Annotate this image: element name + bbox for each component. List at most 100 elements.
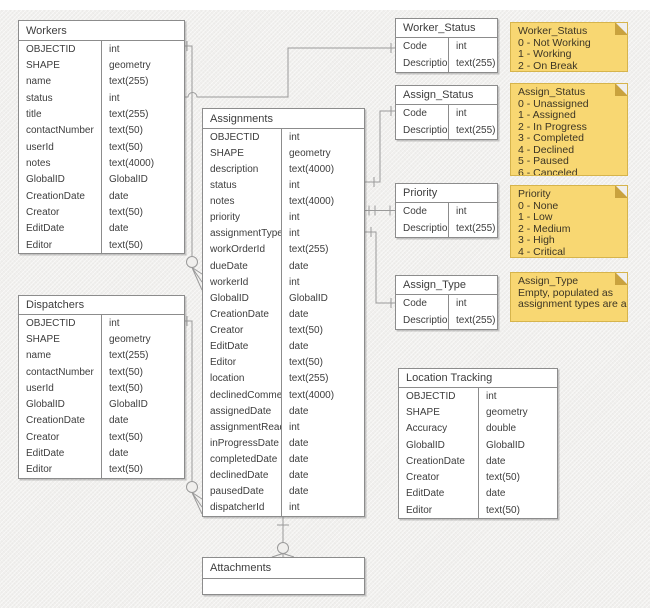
field-name: inProgressDate (210, 437, 279, 449)
field-name: priority (210, 212, 241, 224)
field-row: EditDate date (19, 445, 184, 461)
field-name: OBJECTID (26, 317, 76, 329)
field-type: text(4000) (109, 158, 155, 170)
field-name: EditDate (26, 223, 65, 235)
field-name: Code (403, 206, 427, 217)
field-name: dispatcherId (210, 502, 265, 514)
field-name: dueDate (210, 260, 248, 272)
field-type: int (289, 421, 300, 433)
note-line: 4 - Declined (518, 143, 575, 156)
field-row: location text(255) (203, 371, 364, 387)
table-title: Worker_Status (396, 19, 497, 38)
field-type: int (109, 317, 120, 329)
field-name: assignedDate (210, 405, 272, 417)
field-row: workOrderId text(255) (203, 242, 364, 258)
field-type: int (109, 92, 120, 104)
table-fields: OBJECTID int SHAPE geometry name text(25… (19, 41, 184, 254)
field-name: declinedDate (210, 470, 269, 482)
field-name: CreationDate (26, 415, 85, 427)
entity-table-priority: Priority Code int Description text(255) (395, 183, 498, 238)
field-name: userId (26, 141, 54, 153)
field-type: text(50) (109, 141, 143, 153)
table-fields: Code int Description text(255) (396, 38, 497, 72)
field-row: notes text(4000) (19, 155, 184, 171)
field-row: Editor text(50) (19, 237, 184, 253)
field-row: Creator text(50) (19, 429, 184, 445)
field-row: userId text(50) (19, 380, 184, 396)
field-name: Editor (406, 504, 433, 516)
field-type: date (289, 260, 309, 272)
field-type: text(255) (456, 125, 496, 136)
field-name: assignmentRead (210, 421, 281, 433)
field-type: geometry (109, 60, 151, 72)
field-row: contactNumber text(50) (19, 123, 184, 139)
field-row: OBJECTID int (399, 388, 557, 404)
field-row: status int (19, 90, 184, 106)
table-fields-empty (203, 579, 364, 594)
field-type: text(255) (456, 223, 496, 234)
note-line: 0 - None (518, 199, 559, 212)
field-row: OBJECTID int (19, 41, 184, 57)
field-name: name (26, 76, 52, 88)
entity-table-assign-status: Assign_Status Code int Description text(… (395, 85, 498, 140)
field-type: int (109, 43, 120, 55)
table-fields: Code int Description text(255) (396, 203, 497, 237)
table-title: Workers (19, 21, 184, 41)
field-name: OBJECTID (406, 390, 456, 402)
field-type: text(50) (486, 504, 520, 516)
field-type: date (486, 455, 506, 467)
field-row: GlobalID GlobalID (399, 437, 557, 453)
table-title: Assign_Type (396, 276, 497, 295)
field-row: Creator text(50) (399, 469, 557, 485)
field-name: Editor (210, 357, 237, 369)
field-row: title text(255) (19, 106, 184, 122)
field-row: dueDate date (203, 258, 364, 274)
field-name: completedDate (210, 454, 278, 466)
field-name: contactNumber (26, 125, 94, 137)
field-type: int (289, 131, 300, 143)
field-name: Creator (210, 325, 244, 337)
field-name: EditDate (210, 341, 249, 353)
field-row: name text(255) (19, 74, 184, 90)
field-type: text(255) (109, 350, 149, 362)
field-type: date (289, 437, 309, 449)
field-name: notes (26, 158, 51, 170)
field-row: assignmentRead int (203, 419, 364, 435)
field-name: Editor (26, 239, 53, 251)
field-type: geometry (486, 406, 528, 418)
note-line: 1 - Low (518, 211, 553, 223)
field-name: GlobalID (406, 439, 445, 451)
note-line: 4 - Critical (518, 245, 566, 258)
field-name: GlobalID (26, 174, 65, 186)
field-name: Creator (26, 431, 60, 443)
field-row: SHAPE geometry (203, 145, 364, 161)
field-type: GlobalID (486, 439, 525, 451)
field-name: workerId (210, 276, 249, 288)
field-type: text(4000) (289, 389, 335, 401)
field-row: status int (203, 177, 364, 193)
field-type: text(255) (289, 373, 329, 385)
field-type: date (289, 454, 309, 466)
field-name: status (26, 92, 53, 104)
field-name: GlobalID (26, 399, 65, 411)
field-type: text(255) (289, 244, 329, 256)
field-type: int (289, 212, 300, 224)
field-type: int (456, 108, 467, 119)
field-row: completedDate date (203, 452, 364, 468)
field-row: Editor text(50) (399, 502, 557, 518)
field-type: text(50) (109, 431, 143, 443)
field-name: status (210, 179, 237, 191)
field-row: Creator text(50) (19, 204, 184, 220)
field-row: OBJECTID int (19, 315, 184, 331)
field-row: CreationDate date (203, 306, 364, 322)
field-type: int (456, 298, 467, 309)
field-name: Description (403, 125, 448, 136)
note-line: Assign_Status (518, 86, 586, 98)
field-row: contactNumber text(50) (19, 364, 184, 380)
field-row: Code int (396, 38, 497, 55)
field-type: text(4000) (289, 163, 335, 175)
